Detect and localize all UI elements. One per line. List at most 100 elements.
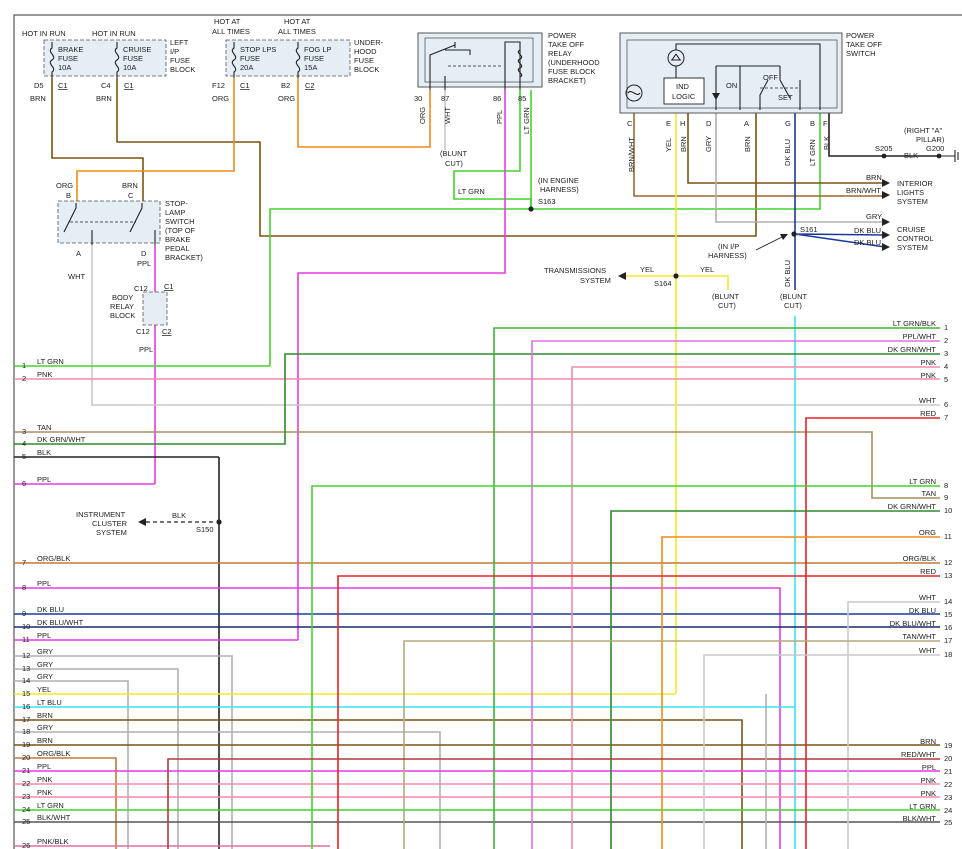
left-connector-wire-label: PNK/BLK xyxy=(37,837,69,846)
right-row-11-wire xyxy=(661,536,940,849)
right-row-7-wire xyxy=(805,417,940,849)
left-row-3-wire xyxy=(14,431,940,499)
interior-lights-wire-1: BRN xyxy=(866,173,882,182)
pto-relay-pin-86: 86 xyxy=(493,94,501,103)
right-connector-wire-label: WHT xyxy=(919,593,936,602)
pto-switch-position-off: OFF xyxy=(763,73,778,82)
pto-switch-box xyxy=(619,32,843,114)
pto-pin-g: G xyxy=(785,119,791,128)
fog-lp-fuse-label: FUSE xyxy=(304,54,324,63)
pto-relay-blunt-cut-1: (BLUNT xyxy=(440,149,468,158)
pto-h-brn-wire xyxy=(687,113,885,184)
right-connector-pin-number: 14 xyxy=(944,597,952,606)
cruise-fuse-wire: BRN xyxy=(96,94,112,103)
stoplamp-pin-d: D xyxy=(141,249,147,258)
stop-lps-fuse-name: STOP LPS xyxy=(240,45,276,54)
s164-target-1: TRANSMISSIONS xyxy=(544,266,606,275)
stop-lps-fuse-amps: 20A xyxy=(240,63,253,72)
left-row-8-wire xyxy=(14,587,781,849)
pto-relay-wire-86: PPL xyxy=(495,110,504,124)
body-relay-conn-bottom: C2 xyxy=(162,327,172,336)
cruise-fuse-name: CRUISE xyxy=(123,45,151,54)
stoplamp-pin-c: C xyxy=(128,191,134,200)
right-connector-wire-label: WHT xyxy=(919,396,936,405)
left-connector-wire-label: PNK xyxy=(37,775,52,784)
g200-label: G200 xyxy=(926,144,944,153)
left-connector-wire-label: ORG/BLK xyxy=(37,749,70,758)
left-connector-wire-label: DK BLU/WHT xyxy=(37,618,84,627)
pto-wire-e: YEL xyxy=(664,138,673,152)
pto-relay-pin-87: 87 xyxy=(441,94,449,103)
ground-location-1: (RIGHT "A" xyxy=(904,126,942,135)
left-connector-wire-label: PPL xyxy=(37,475,51,484)
interior-lights-name-2: LIGHTS xyxy=(897,188,924,197)
left-connector-wire-label: BLK xyxy=(37,448,51,457)
pto-relay-pin-85: 85 xyxy=(518,94,526,103)
brake-fuse-label: FUSE xyxy=(58,54,78,63)
right-connector-pin-number: 23 xyxy=(944,793,952,802)
body-relay-title-3: BLOCK xyxy=(110,311,135,320)
right-connector-pin-number: 6 xyxy=(944,400,948,409)
right-connector-pin-number: 2 xyxy=(944,336,948,345)
left-connector-pin-number: 4 xyxy=(22,439,26,448)
s163-wire-label: LT GRN xyxy=(458,187,485,196)
stop-lps-hot-label-2: ALL TIMES xyxy=(212,27,250,36)
cruise-fuse-hot-label: HOT IN RUN xyxy=(92,29,136,38)
s164-target-2: SYSTEM xyxy=(580,276,611,285)
body-relay-block-box xyxy=(142,291,168,326)
left-connector-wire-label: DK BLU xyxy=(37,605,64,614)
s164-yel-branch xyxy=(626,275,729,290)
left-connector-pin-number: 19 xyxy=(22,740,30,749)
stoplamp-contact-1 xyxy=(63,203,93,245)
pto-c-brnwht-wire xyxy=(633,113,885,197)
pto-wire-d: GRY xyxy=(704,136,713,152)
right-connector-pin-number: 3 xyxy=(944,349,948,358)
right-connector-pin-number: 20 xyxy=(944,754,952,763)
cruise-wire-3: DK BLU xyxy=(854,238,881,247)
cruise-fuse-label: FUSE xyxy=(123,54,143,63)
right-row-17-wire xyxy=(403,640,940,849)
pto-pin-h: H xyxy=(680,119,685,128)
stoplamp-wire-c: BRN xyxy=(122,181,138,190)
left-connector-wire-label: BLK/WHT xyxy=(37,813,71,822)
pto-relay-title-2: TAKE OFF xyxy=(548,40,585,49)
stoplamp-contact-2 xyxy=(129,203,156,245)
ground-location-2: PILLAR) xyxy=(916,135,945,144)
s164-label: S164 xyxy=(654,279,672,288)
pto-pin-e: E xyxy=(666,119,671,128)
pto-relay-title-5: FUSE BLOCK xyxy=(548,67,596,76)
stop-lps-wire: ORG xyxy=(212,94,229,103)
right-connector-wire-label: DK GRN/WHT xyxy=(888,502,937,511)
right-connector-pin-number: 7 xyxy=(944,413,948,422)
stoplamp-wire-d: PPL xyxy=(137,259,151,268)
stop-lps-conn: C1 xyxy=(240,81,250,90)
fog-lp-hot-label-1: HOT AT xyxy=(284,17,311,26)
pto-relay-inner-box xyxy=(424,37,534,83)
right-connector-wire-label: RED/WHT xyxy=(901,750,936,759)
underhood-block-name-4: BLOCK xyxy=(354,65,379,74)
s205-label: S205 xyxy=(875,144,893,153)
splice-s161: S161 (IN I/P HARNESS) DK BLU (BLUNT CUT) xyxy=(708,225,818,310)
cruise-fuse-conn: C1 xyxy=(124,81,134,90)
left-connector-wire-label: PPL xyxy=(37,579,51,588)
left-row-20-wire xyxy=(14,757,117,849)
pto-relay-title-1: POWER xyxy=(548,31,577,40)
underhood-block-name-2: HOOD xyxy=(354,47,377,56)
cruise-wire-2: DK BLU xyxy=(854,226,881,235)
fog-lp-wire: ORG xyxy=(278,94,295,103)
s161-note-2: HARNESS) xyxy=(708,251,747,260)
stoplamp-title-2: LAMP xyxy=(165,208,185,217)
cruise-fuse-symbol xyxy=(114,42,120,78)
left-ip-block-name-3: FUSE xyxy=(170,56,190,65)
pto-wire-a: BRN xyxy=(743,136,752,152)
right-row-8-wire xyxy=(311,485,940,849)
ground-wire-label: BLK xyxy=(904,151,918,160)
body-relay-cavity-top: C12 xyxy=(134,284,148,293)
pto-wire-g: DK BLU xyxy=(783,139,792,166)
stoplamp-switch-box xyxy=(57,200,161,244)
ind-logic-box xyxy=(663,77,705,105)
cruise-arrow-3 xyxy=(882,243,890,251)
pto-pin-d: D xyxy=(706,119,712,128)
